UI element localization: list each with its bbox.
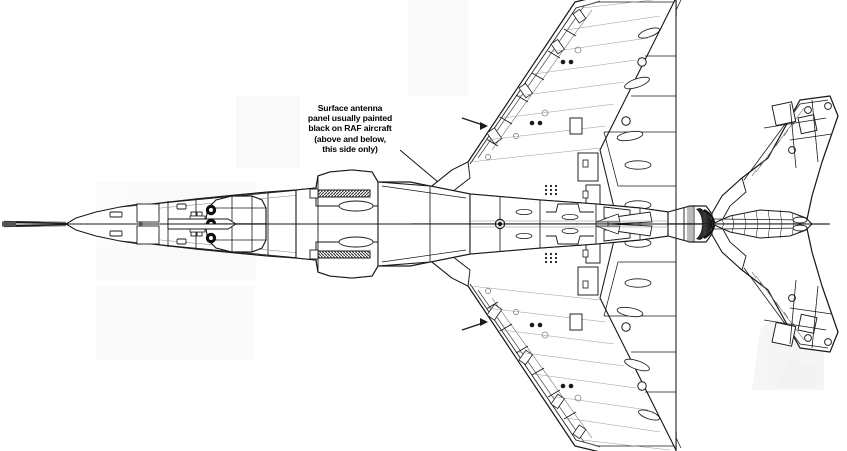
scan-artifacts	[96, 0, 824, 390]
annotation-leader-line	[399, 149, 439, 183]
fuselage-centreline	[140, 220, 830, 228]
annotation-surface-antenna-note: Surface antenna panel usually painted bl…	[307, 103, 393, 154]
